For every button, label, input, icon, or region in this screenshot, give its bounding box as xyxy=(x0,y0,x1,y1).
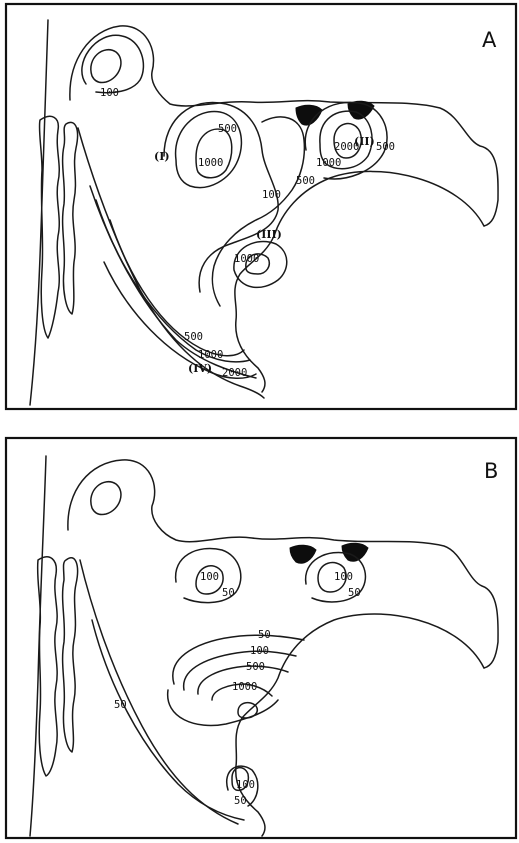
panel-b-label-50-long: 50 xyxy=(114,699,127,711)
panel-a-tract-outer xyxy=(70,26,498,226)
panel-b-contour-50-center xyxy=(173,635,304,684)
panel-b-tongue-dome xyxy=(236,614,484,836)
panel-b: B 100 50 100 50 50 100 500 xyxy=(6,438,516,838)
panel-a-region-i-1000 xyxy=(196,129,232,178)
panel-a-black-blob-left xyxy=(296,105,322,125)
panel-b-spine-line xyxy=(30,456,46,836)
panel-b-contour-50-long xyxy=(92,620,244,820)
panel-a-label-500-i: 500 xyxy=(218,123,237,135)
panel-a: A 100 5 xyxy=(6,4,516,409)
panel-a-region-iv-label: (IV) xyxy=(188,362,212,375)
panel-b-black-blob-left xyxy=(290,545,316,563)
panel-a-label-2000-iv: 2000 xyxy=(222,367,247,379)
panel-a-letter: A xyxy=(482,28,497,52)
panel-a-vertebrae-inner xyxy=(63,122,78,314)
panel-a-upper-blob xyxy=(91,50,121,83)
panel-b-label-100-left: 100 xyxy=(200,571,219,583)
panel-a-label-100-mid: 100 xyxy=(262,189,281,201)
panel-b-label-50-left: 50 xyxy=(222,587,235,599)
panel-b-contour-outer-loop xyxy=(168,690,278,726)
panel-a-region-iii-label: (III) xyxy=(256,228,282,241)
panel-a-vertebrae-outline xyxy=(39,116,59,338)
panel-a-region-ii-label: (II) xyxy=(354,135,375,148)
panel-b-label-50-center: 50 xyxy=(258,629,271,641)
panel-b-label-100-right: 100 xyxy=(334,571,353,583)
panel-a-label-500-iv: 500 xyxy=(184,331,203,343)
panel-b-label-500-center: 500 xyxy=(246,661,265,673)
panel-a-label-100-upper: 100 xyxy=(100,87,119,99)
panel-a-label-1000-iii: 1000 xyxy=(234,253,259,265)
panel-b-letter: B xyxy=(484,459,498,483)
panel-b-label-50-right: 50 xyxy=(348,587,361,599)
panel-a-label-500-mid: 500 xyxy=(296,175,315,187)
panel-b-label-100-center: 100 xyxy=(250,645,269,657)
panel-a-label-1000-iv: 1000 xyxy=(198,349,223,361)
panel-a-contour-500-mid xyxy=(212,117,304,306)
panel-b-label-1000-center: 1000 xyxy=(232,681,257,693)
panel-a-tongue-dome xyxy=(235,171,484,392)
panel-b-vertebrae-inner xyxy=(63,558,78,752)
panel-a-spine-line xyxy=(30,20,48,405)
panel-a-label-500-ii: 500 xyxy=(376,141,395,153)
panel-b-pharynx-wall xyxy=(80,560,238,824)
panel-a-label-1000-i: 1000 xyxy=(198,157,223,169)
panel-b-black-blob-right xyxy=(342,543,368,561)
panel-a-label-1000-ii: 1000 xyxy=(316,157,341,169)
panel-a-region-iv-2000 xyxy=(104,262,256,378)
panel-b-label-50-bottom: 50 xyxy=(234,795,247,807)
panel-a-region-i-label: (I) xyxy=(154,150,170,163)
panel-b-upper-blob xyxy=(91,482,121,515)
panel-b-label-100-bottom: 100 xyxy=(236,779,255,791)
